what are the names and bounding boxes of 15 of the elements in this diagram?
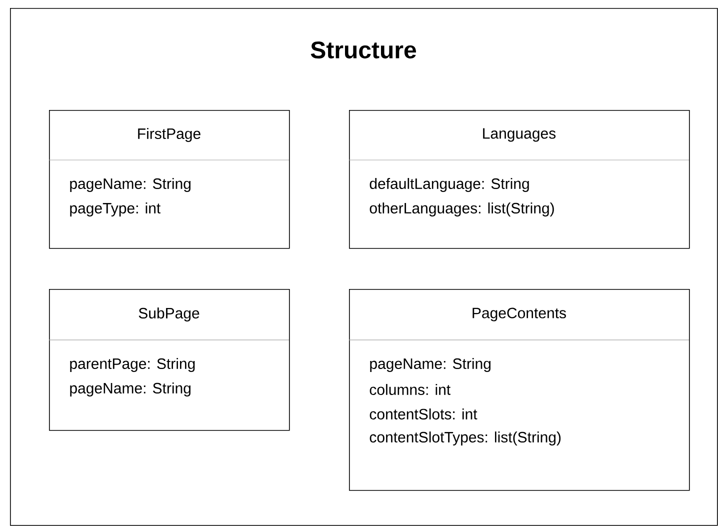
attribute-text: pageType: int [70,202,161,216]
class-name: FirstPage [138,128,200,142]
attribute-text: contentSlotTypes: list(String) [370,432,561,446]
attribute-text: pageName: String [370,358,490,372]
class-name: PageContents [472,308,566,322]
attribute-text: contentSlots: int [370,408,478,420]
class-name: SubPage [138,308,200,322]
attribute-text: parentPage: String [70,358,195,372]
attribute-text: pageName: String [70,382,190,396]
attribute-text: columns: int [370,384,450,395]
attribute-text: otherLanguages: list(String) [370,202,554,216]
title: Structure [310,42,416,58]
attribute-text: defaultLanguage: String [370,178,529,192]
attribute-text: pageName: String [70,178,190,192]
class-name: Languages [483,128,556,142]
